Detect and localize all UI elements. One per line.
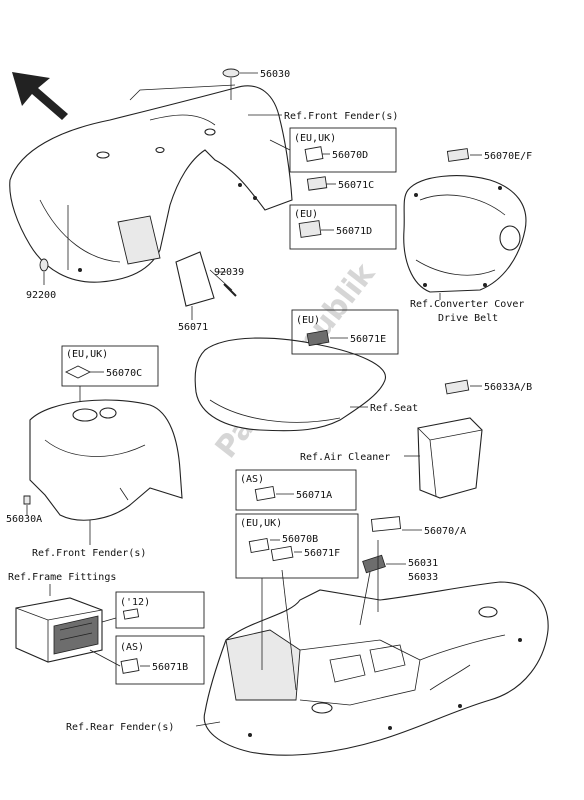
- direction-arrow-icon: [12, 72, 68, 120]
- callout-56071e: 56071E: [350, 334, 386, 345]
- region-box-as: [235, 469, 357, 511]
- label-56070c: [64, 365, 92, 379]
- label-56033ab: [444, 379, 470, 395]
- label-56070b: [248, 537, 270, 553]
- rear-fender-illustration: [203, 581, 549, 756]
- region-tag: ('12): [120, 597, 150, 608]
- callout-56071f: 56071F: [304, 548, 340, 559]
- converter-cover-illustration: [403, 175, 527, 293]
- region-box-as: [115, 635, 205, 685]
- region-box-eu: [289, 204, 397, 250]
- callout-56071c: 56071C: [338, 180, 374, 191]
- region-tag: (EU,UK): [240, 518, 282, 529]
- label-56071: [175, 251, 215, 307]
- ref-front-fender-2: Ref.Front Fender(s): [32, 548, 146, 559]
- front-fender-illustration: [9, 84, 293, 283]
- callout-92039: 92039: [214, 267, 244, 278]
- callout-56071d: 56071D: [336, 226, 372, 237]
- region-box-eu: [291, 309, 399, 355]
- air-cleaner-illustration: [417, 417, 483, 499]
- ref-rear-fender: Ref.Rear Fender(s): [66, 722, 174, 733]
- part-56030: [222, 68, 240, 78]
- label-56071e: [306, 329, 330, 347]
- region-tag: (EU): [294, 209, 318, 220]
- callout-56070ef: 56070E/F: [484, 151, 532, 162]
- callout-56070c: 56070C: [106, 368, 142, 379]
- callout-56070b: 56070B: [282, 534, 318, 545]
- callout-56030: 56030: [260, 69, 290, 80]
- callout-56033ab: 56033A/B: [484, 382, 532, 393]
- frame-fittings-illustration: [15, 597, 103, 663]
- callout-56033: 56033: [408, 572, 438, 583]
- label-year-12: [122, 608, 140, 620]
- label-56071b: [120, 658, 140, 674]
- part-56030a: [23, 495, 31, 505]
- callout-56071: 56071: [178, 322, 208, 333]
- region-box-eu-uk: [61, 345, 159, 387]
- label-56070a: [370, 516, 402, 532]
- ref-seat: Ref.Seat: [370, 403, 418, 414]
- region-tag: (AS): [240, 474, 264, 485]
- callout-56071a: 56071A: [296, 490, 332, 501]
- ref-converter-cover: Ref.Converter Cover: [410, 299, 524, 310]
- callout-92200: 92200: [26, 290, 56, 301]
- region-tag: (EU,UK): [66, 349, 108, 360]
- region-tag: (EU): [296, 315, 320, 326]
- callout-56070a: 56070/A: [424, 526, 466, 537]
- label-56031: [362, 554, 386, 574]
- label-56070ef: [446, 148, 470, 162]
- label-56070d: [304, 146, 324, 162]
- region-tag: (AS): [120, 642, 144, 653]
- callout-56071b: 56071B: [152, 662, 188, 673]
- region-tag: (EU,UK): [294, 133, 336, 144]
- callout-56070d: 56070D: [332, 150, 368, 161]
- front-fender-lower-illustration: [29, 399, 183, 521]
- ref-frame-fittings: Ref.Frame Fittings: [8, 572, 116, 583]
- ref-front-fender: Ref.Front Fender(s): [284, 111, 398, 122]
- part-92200: [39, 258, 49, 272]
- region-box-year-12: [115, 591, 205, 629]
- label-56071f: [270, 545, 294, 562]
- callout-56031: 56031: [408, 558, 438, 569]
- ref-air-cleaner: Ref.Air Cleaner: [300, 452, 390, 463]
- region-box-eu-uk: [235, 513, 359, 579]
- ref-drive-belt: Drive Belt: [438, 313, 498, 324]
- label-56071c: [306, 176, 328, 191]
- seat-illustration: [194, 337, 386, 432]
- label-56071d: [298, 220, 322, 238]
- label-56071a: [254, 485, 276, 501]
- callout-56030a: 56030A: [6, 514, 42, 525]
